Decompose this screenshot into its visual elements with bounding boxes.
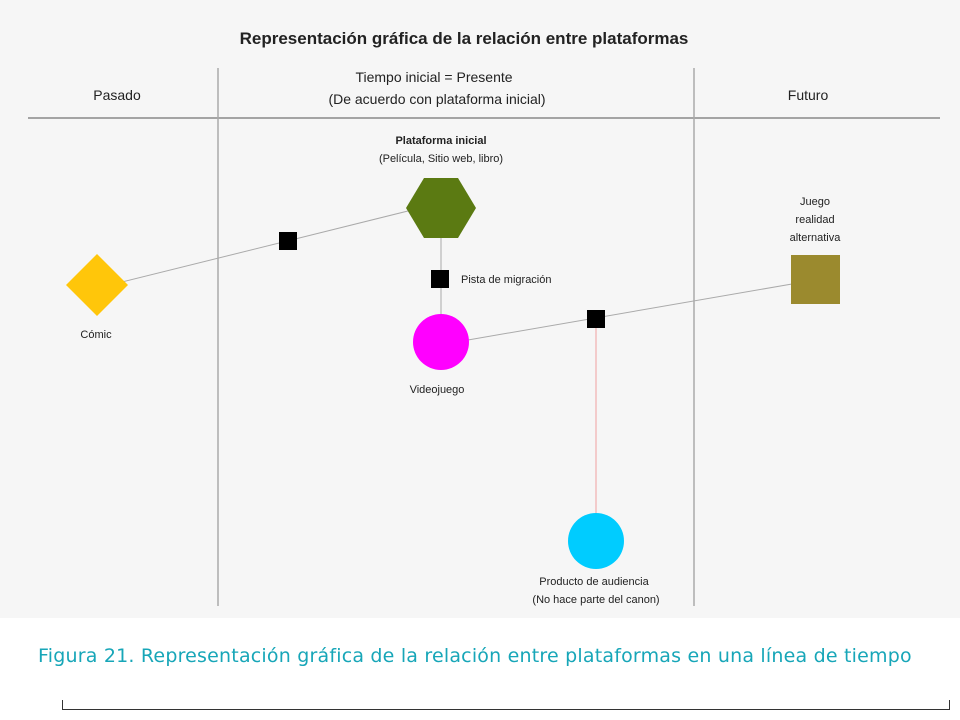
migration-marker [431,270,449,288]
diagram-title: Representación gráfica de la relación en… [240,29,689,48]
videogame-to-arg-connector [467,283,793,341]
diagram-canvas: Representación gráfica de la relación en… [28,29,940,606]
caption-bracket [62,700,950,710]
arg-label-line1: Juego [800,196,830,208]
column-present-label-line2: (De acuerdo con plataforma inicial) [328,91,545,107]
comic-to-platform-connector [109,207,421,286]
initial-platform-title: Plataforma inicial [395,135,486,147]
column-present-label-line1: Tiempo inicial = Presente [355,69,512,85]
arg-label-line3: alternativa [790,232,842,244]
initial-platform-hexagon [406,178,476,238]
comic-diamond [66,254,128,316]
videogame-label: Videojuego [410,384,465,396]
comic-label: Cómic [80,329,112,341]
initial-platform-subtitle: (Película, Sitio web, libro) [379,153,503,165]
column-past-label: Pasado [93,87,141,103]
migration-marker [587,310,605,328]
column-future-label: Futuro [788,87,829,103]
arg-label-line2: realidad [795,214,834,226]
migration-marker [279,232,297,250]
migration-track-label: Pista de migración [461,274,552,286]
audience-product-label-line1: Producto de audiencia [539,576,649,588]
arg-square [791,255,840,304]
audience-product-circle [568,513,624,569]
videogame-circle [413,314,469,370]
figure-caption: Figura 21. Representación gráfica de la … [38,645,912,667]
audience-product-label-line2: (No hace parte del canon) [532,594,659,606]
diagram-figure: Representación gráfica de la relación en… [28,29,940,606]
